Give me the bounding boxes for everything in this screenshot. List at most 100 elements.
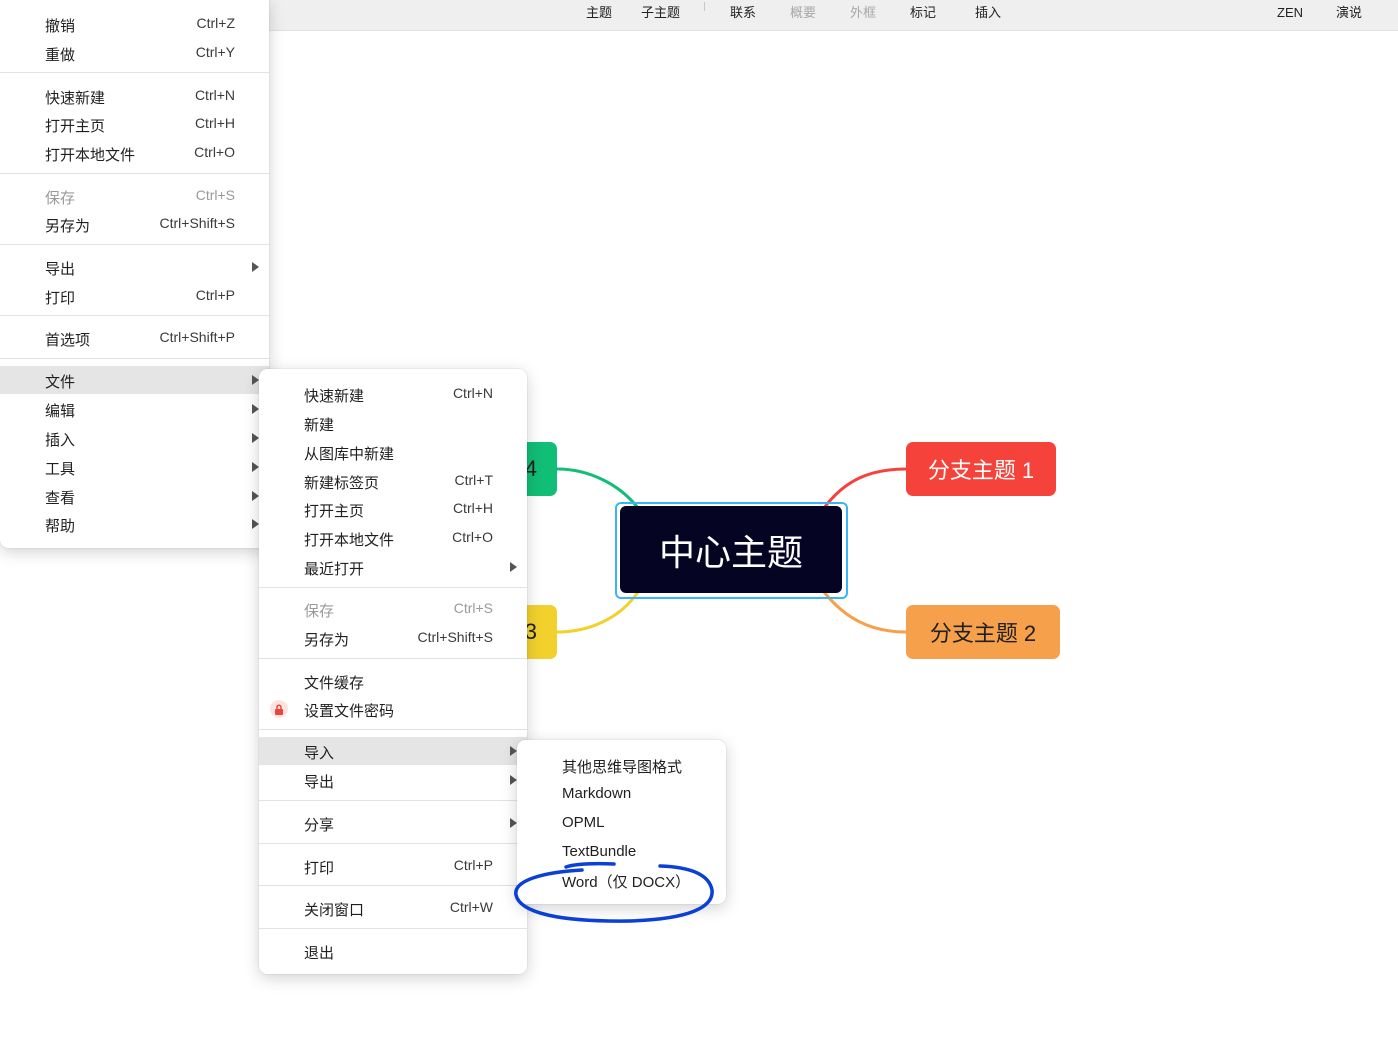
menu-item-label: 设置文件密码 xyxy=(304,703,395,720)
toolbar-boundary-button[interactable]: 外框 xyxy=(850,5,877,20)
toolbar-divider xyxy=(704,2,705,11)
menu-divider xyxy=(259,885,527,886)
menu-divider xyxy=(259,843,527,844)
import-menu-item-markdown[interactable]: Markdown xyxy=(517,780,726,808)
file-menu-item-import[interactable]: 导入 xyxy=(259,737,527,765)
menu-item-shortcut: Ctrl+H xyxy=(452,500,493,516)
submenu-arrow-icon xyxy=(252,433,259,443)
branch-topic-3-label: 3 xyxy=(524,619,537,644)
submenu-arrow-icon xyxy=(252,519,259,529)
menu-item-shortcut: Ctrl+P xyxy=(453,857,493,873)
menu-divider xyxy=(259,658,527,659)
menu-divider xyxy=(0,72,269,73)
file-menu-item-export[interactable]: 导出 xyxy=(259,766,527,794)
menu-item-label: TextBundle xyxy=(562,843,637,860)
menu-item-label: 文件 xyxy=(45,374,76,391)
connector-branch2 xyxy=(822,591,907,634)
import-menu-item-word-docx[interactable]: Word（仅 DOCX） xyxy=(517,866,726,894)
menu-item-tools[interactable]: 工具 xyxy=(0,453,269,481)
toolbar-subtopic-button[interactable]: 子主题 xyxy=(641,5,681,20)
menu-item-label: 另存为 xyxy=(45,218,91,235)
import-menu-item-textbundle[interactable]: TextBundle xyxy=(517,838,726,866)
file-menu-item-new[interactable]: 新建 xyxy=(259,409,527,437)
file-menu-item-recent[interactable]: 最近打开 xyxy=(259,553,527,581)
menu-item-label: 从图库中新建 xyxy=(304,446,395,463)
menu-divider xyxy=(0,315,269,316)
menu-item-label: 退出 xyxy=(304,945,335,962)
center-topic[interactable]: 中心主题 xyxy=(620,506,842,593)
file-menu-item-share[interactable]: 分享 xyxy=(259,809,527,837)
connector-branch1 xyxy=(822,467,907,509)
submenu-arrow-icon xyxy=(510,746,517,756)
menu-item-shortcut: Ctrl+Shift+P xyxy=(159,329,235,345)
menu-item-file[interactable]: 文件 xyxy=(0,366,269,394)
menu-item-label: Markdown xyxy=(562,785,632,802)
toolbar-relation-button[interactable]: 联系 xyxy=(730,5,757,20)
file-menu-item-quit[interactable]: 退出 xyxy=(259,937,527,965)
lock-icon xyxy=(270,700,288,718)
menu-divider xyxy=(0,173,269,174)
menu-item-shortcut: Ctrl+Shift+S xyxy=(159,215,235,231)
file-menu-item-file-cache[interactable]: 文件缓存 xyxy=(259,667,527,695)
menu-item-label: 打印 xyxy=(304,860,335,877)
menu-item-label: 重做 xyxy=(45,47,76,64)
import-menu-item-other-formats[interactable]: 其他思维导图格式 xyxy=(517,751,726,779)
menu-item-edit[interactable]: 编辑 xyxy=(0,395,269,423)
file-menu-item-new-from-gallery[interactable]: 从图库中新建 xyxy=(259,438,527,466)
menu-item-open-local-file[interactable]: 打开本地文件 Ctrl+O xyxy=(0,139,269,167)
file-menu-item-set-password[interactable]: 设置文件密码 xyxy=(259,695,527,723)
toolbar-zen-button[interactable]: ZEN xyxy=(1277,5,1303,20)
toolbar-marker-button[interactable]: 标记 xyxy=(910,5,937,20)
menu-item-label: 打开本地文件 xyxy=(45,147,136,164)
menu-item-view[interactable]: 查看 xyxy=(0,482,269,510)
menu-item-label: 最近打开 xyxy=(304,561,365,578)
menu-item-shortcut: Ctrl+Z xyxy=(196,15,236,31)
menu-item-label: 文件缓存 xyxy=(304,675,365,692)
import-menu-item-opml[interactable]: OPML xyxy=(517,809,726,837)
menu-item-save-as[interactable]: 另存为 Ctrl+Shift+S xyxy=(0,210,269,238)
branch-topic-1[interactable]: 分支主题 1 xyxy=(906,442,1056,496)
connector-branch4 xyxy=(556,467,640,509)
toolbar-pitch-button[interactable]: 演说 xyxy=(1336,5,1363,20)
menu-item-label: 查看 xyxy=(45,490,76,507)
toolbar-insert-button[interactable]: 插入 xyxy=(975,5,1002,20)
submenu-arrow-icon xyxy=(510,818,517,828)
menu-item-label: 打开主页 xyxy=(45,118,106,135)
menu-item-label: 导出 xyxy=(304,774,335,791)
menu-item-label: 新建 xyxy=(304,417,335,434)
branch-topic-2[interactable]: 分支主题 2 xyxy=(906,605,1060,659)
menu-item-export[interactable]: 导出 xyxy=(0,253,269,281)
submenu-arrow-icon xyxy=(510,775,517,785)
menu-item-shortcut: Ctrl+O xyxy=(194,144,235,160)
toolbar-summary-button[interactable]: 概要 xyxy=(790,5,817,20)
menu-item-insert[interactable]: 插入 xyxy=(0,424,269,452)
submenu-arrow-icon xyxy=(510,562,517,572)
submenu-arrow-icon xyxy=(252,404,259,414)
menu-item-label: 打印 xyxy=(45,290,76,307)
menu-divider xyxy=(259,800,527,801)
menu-item-label: 导入 xyxy=(304,745,335,762)
menu-item-shortcut: Ctrl+S xyxy=(195,187,235,203)
toolbar-topic-button[interactable]: 主题 xyxy=(586,5,613,20)
menu-divider xyxy=(259,587,527,588)
file-menu-item-print[interactable]: 打印 Ctrl+P xyxy=(259,852,527,880)
menu-item-help[interactable]: 帮助 xyxy=(0,510,269,538)
menu-divider xyxy=(259,729,527,730)
menu-item-label: 插入 xyxy=(45,432,76,449)
